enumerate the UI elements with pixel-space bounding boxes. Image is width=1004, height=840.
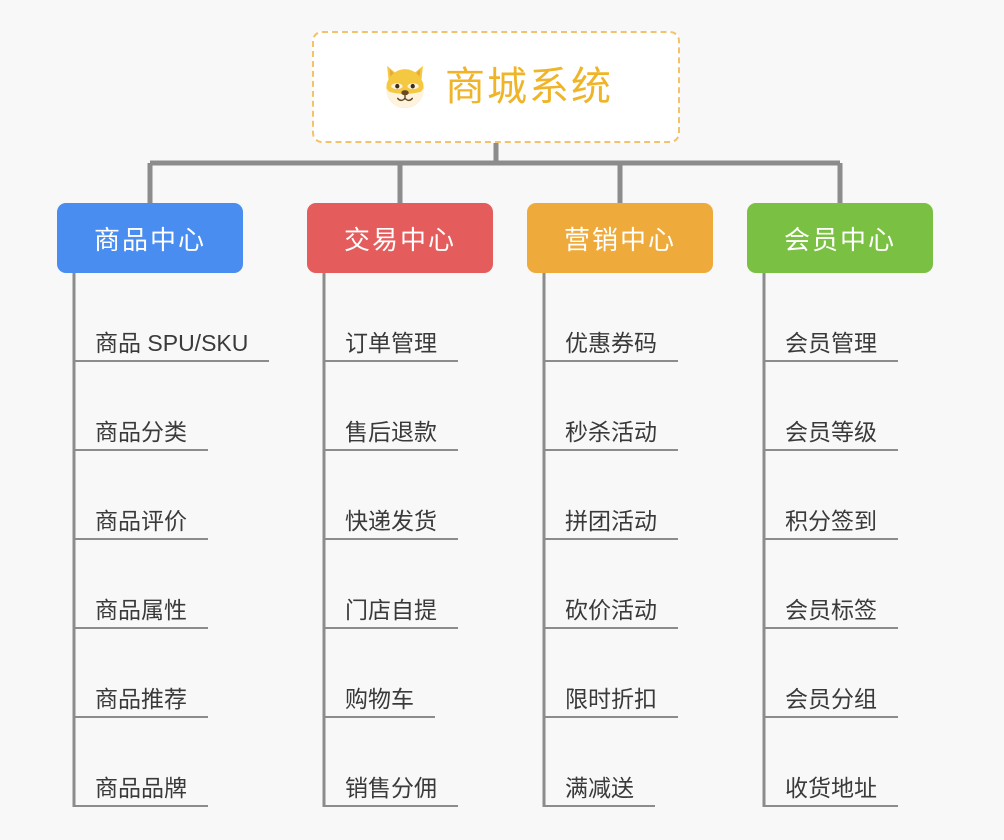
leaf-underline [543, 360, 678, 362]
leaf-item[interactable]: 商品评价 [73, 451, 243, 540]
leaf-underline [73, 805, 208, 807]
leaf-underline [763, 360, 898, 362]
leaf-underline [323, 716, 435, 718]
leaf-label: 会员等级 [785, 418, 877, 445]
leaf-underline [323, 627, 458, 629]
category-box[interactable]: 营销中心 [527, 203, 713, 273]
category-box[interactable]: 会员中心 [747, 203, 933, 273]
leaf-underline [323, 805, 458, 807]
leaf-label: 商品 SPU/SKU [95, 329, 249, 356]
leaf-label: 商品评价 [95, 507, 187, 534]
leaf-underline [73, 716, 208, 718]
leaf-item[interactable]: 秒杀活动 [543, 362, 713, 451]
leaf-label: 砍价活动 [565, 596, 657, 623]
leaf-item[interactable]: 商品品牌 [73, 718, 243, 807]
leaf-item[interactable]: 会员管理 [763, 273, 933, 362]
leaf-label: 售后退款 [345, 418, 437, 445]
leaf-underline [543, 538, 678, 540]
leaf-item[interactable]: 积分签到 [763, 451, 933, 540]
leaf-label: 会员标签 [785, 596, 877, 623]
leaf-underline [543, 627, 678, 629]
shiba-dog-face-icon [386, 65, 424, 109]
leaf-item[interactable]: 商品 SPU/SKU [73, 273, 269, 362]
leaf-item[interactable]: 快递发货 [323, 451, 493, 540]
leaf-underline [763, 538, 898, 540]
leaf-item[interactable]: 收货地址 [763, 718, 933, 807]
leaf-item[interactable]: 销售分佣 [323, 718, 493, 807]
leaf-underline [763, 805, 898, 807]
leaf-label: 会员分组 [785, 685, 877, 712]
leaf-label: 销售分佣 [345, 774, 437, 801]
leaf-item[interactable]: 购物车 [323, 629, 493, 718]
category-label: 商品中心 [93, 224, 206, 255]
leaf-item[interactable]: 限时折扣 [543, 629, 713, 718]
category-column-2: 营销中心优惠券码秒杀活动拼团活动砍价活动限时折扣满减送 [527, 203, 713, 807]
leaf-underline [323, 449, 458, 451]
leaf-item[interactable]: 砍价活动 [543, 540, 713, 629]
leaf-underline [543, 716, 678, 718]
root-title: 商城系统 [445, 65, 613, 109]
leaf-underline [763, 716, 898, 718]
leaf-label: 秒杀活动 [565, 418, 657, 445]
category-box[interactable]: 商品中心 [57, 203, 243, 273]
leaf-label: 订单管理 [345, 329, 437, 356]
leaf-item[interactable]: 优惠券码 [543, 273, 713, 362]
leaf-label: 会员管理 [785, 329, 877, 356]
leaf-underline [543, 805, 655, 807]
leaf-label: 拼团活动 [565, 507, 657, 534]
leaf-label: 门店自提 [345, 596, 437, 623]
leaf-item[interactable]: 满减送 [543, 718, 713, 807]
category-column-0: 商品中心商品 SPU/SKU 商品分类商品评价商品属性商品推荐商品品牌 [57, 203, 269, 807]
category-label: 交易中心 [343, 224, 456, 255]
leaf-item[interactable]: 门店自提 [323, 540, 493, 629]
leaf-list: 商品 SPU/SKU 商品分类商品评价商品属性商品推荐商品品牌 [57, 273, 269, 807]
leaf-underline [73, 360, 269, 362]
leaf-label: 收货地址 [785, 774, 877, 801]
leaf-label: 满减送 [565, 774, 634, 801]
leaf-item[interactable]: 商品属性 [73, 540, 243, 629]
leaf-label: 限时折扣 [565, 685, 657, 712]
leaf-item[interactable]: 商品推荐 [73, 629, 243, 718]
leaf-label: 商品品牌 [95, 774, 187, 801]
root-node[interactable]: 商城系统 [312, 31, 680, 143]
category-box[interactable]: 交易中心 [307, 203, 493, 273]
leaf-item[interactable]: 商品分类 [73, 362, 243, 451]
leaf-label: 快递发货 [345, 507, 437, 534]
leaf-list: 会员管理会员等级积分签到会员标签会员分组收货地址 [747, 273, 933, 807]
leaf-item[interactable]: 订单管理 [323, 273, 493, 362]
leaf-label: 优惠券码 [565, 329, 657, 356]
leaf-underline [73, 538, 208, 540]
leaf-item[interactable]: 会员等级 [763, 362, 933, 451]
leaf-label: 积分签到 [785, 507, 877, 534]
leaf-label: 购物车 [345, 685, 414, 712]
category-column-1: 交易中心订单管理售后退款快递发货门店自提购物车销售分佣 [307, 203, 493, 807]
leaf-underline [763, 449, 898, 451]
category-label: 营销中心 [563, 224, 676, 255]
category-column-3: 会员中心会员管理会员等级积分签到会员标签会员分组收货地址 [747, 203, 933, 807]
leaf-underline [73, 627, 208, 629]
leaf-underline [73, 449, 208, 451]
leaf-label: 商品推荐 [95, 685, 187, 712]
leaf-item[interactable]: 会员分组 [763, 629, 933, 718]
category-label: 会员中心 [783, 224, 896, 255]
leaf-underline [543, 449, 678, 451]
leaf-underline [763, 627, 898, 629]
leaf-underline [323, 538, 458, 540]
leaf-list: 优惠券码秒杀活动拼团活动砍价活动限时折扣满减送 [527, 273, 713, 807]
leaf-item[interactable]: 售后退款 [323, 362, 493, 451]
leaf-item[interactable]: 拼团活动 [543, 451, 713, 540]
leaf-item[interactable]: 会员标签 [763, 540, 933, 629]
leaf-underline [323, 360, 458, 362]
leaf-label: 商品属性 [95, 596, 187, 623]
leaf-list: 订单管理售后退款快递发货门店自提购物车销售分佣 [307, 273, 493, 807]
leaf-label: 商品分类 [95, 418, 187, 445]
